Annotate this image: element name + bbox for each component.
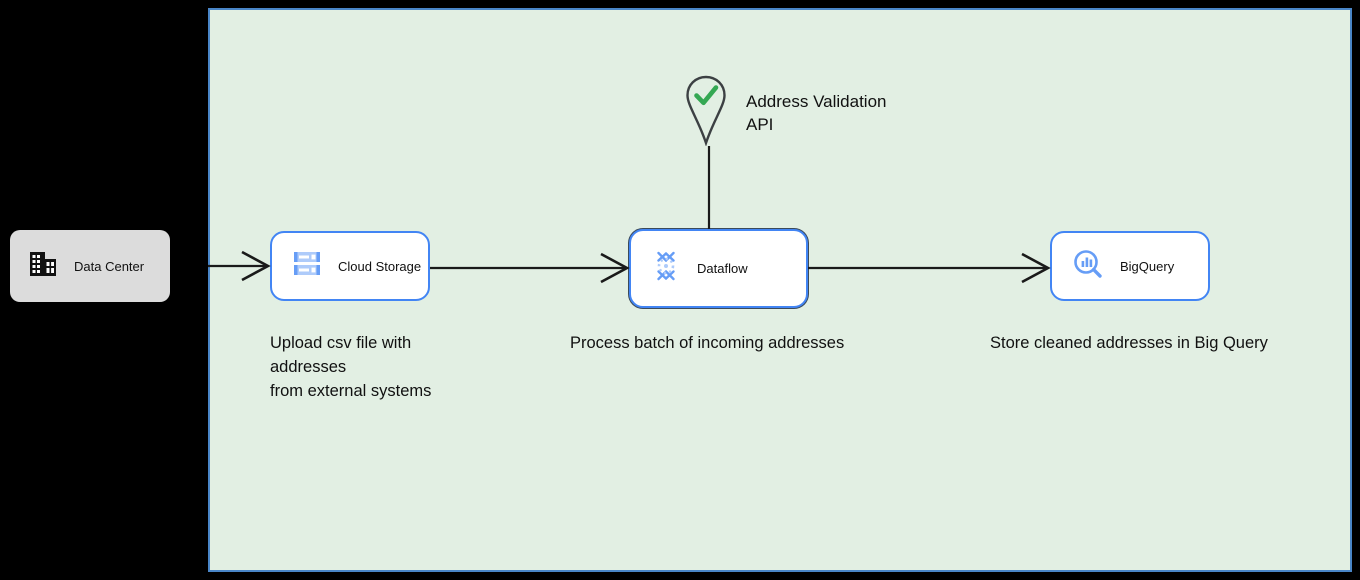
node-dataflow[interactable]: Dataflow: [629, 229, 808, 308]
node-label-dataflow: Dataflow: [697, 261, 748, 276]
cloud-storage-icon: [292, 248, 322, 285]
node-cloud-storage[interactable]: Cloud Storage: [270, 231, 430, 301]
node-bigquery[interactable]: BigQuery: [1050, 231, 1210, 301]
caption-cloud-storage: Upload csv file with addresses from exte…: [270, 334, 432, 400]
bigquery-icon: [1072, 248, 1104, 285]
node-data-center[interactable]: Data Center: [10, 230, 170, 302]
data-center-icon: [28, 249, 58, 284]
dataflow-icon: [651, 249, 681, 288]
caption-bigquery: Store cleaned addresses in Big Query: [990, 334, 1268, 352]
node-address-validation-api[interactable]: Address Validation API: [684, 74, 887, 151]
caption-dataflow: Process batch of incoming addresses: [570, 334, 845, 352]
node-label-address-validation-api: Address Validation API: [746, 92, 887, 134]
node-label-bigquery: BigQuery: [1120, 258, 1175, 274]
node-label-cloud-storage: Cloud Storage: [338, 258, 422, 274]
map-pin-check-icon: [684, 74, 728, 151]
node-label-data-center: Data Center: [74, 258, 145, 274]
